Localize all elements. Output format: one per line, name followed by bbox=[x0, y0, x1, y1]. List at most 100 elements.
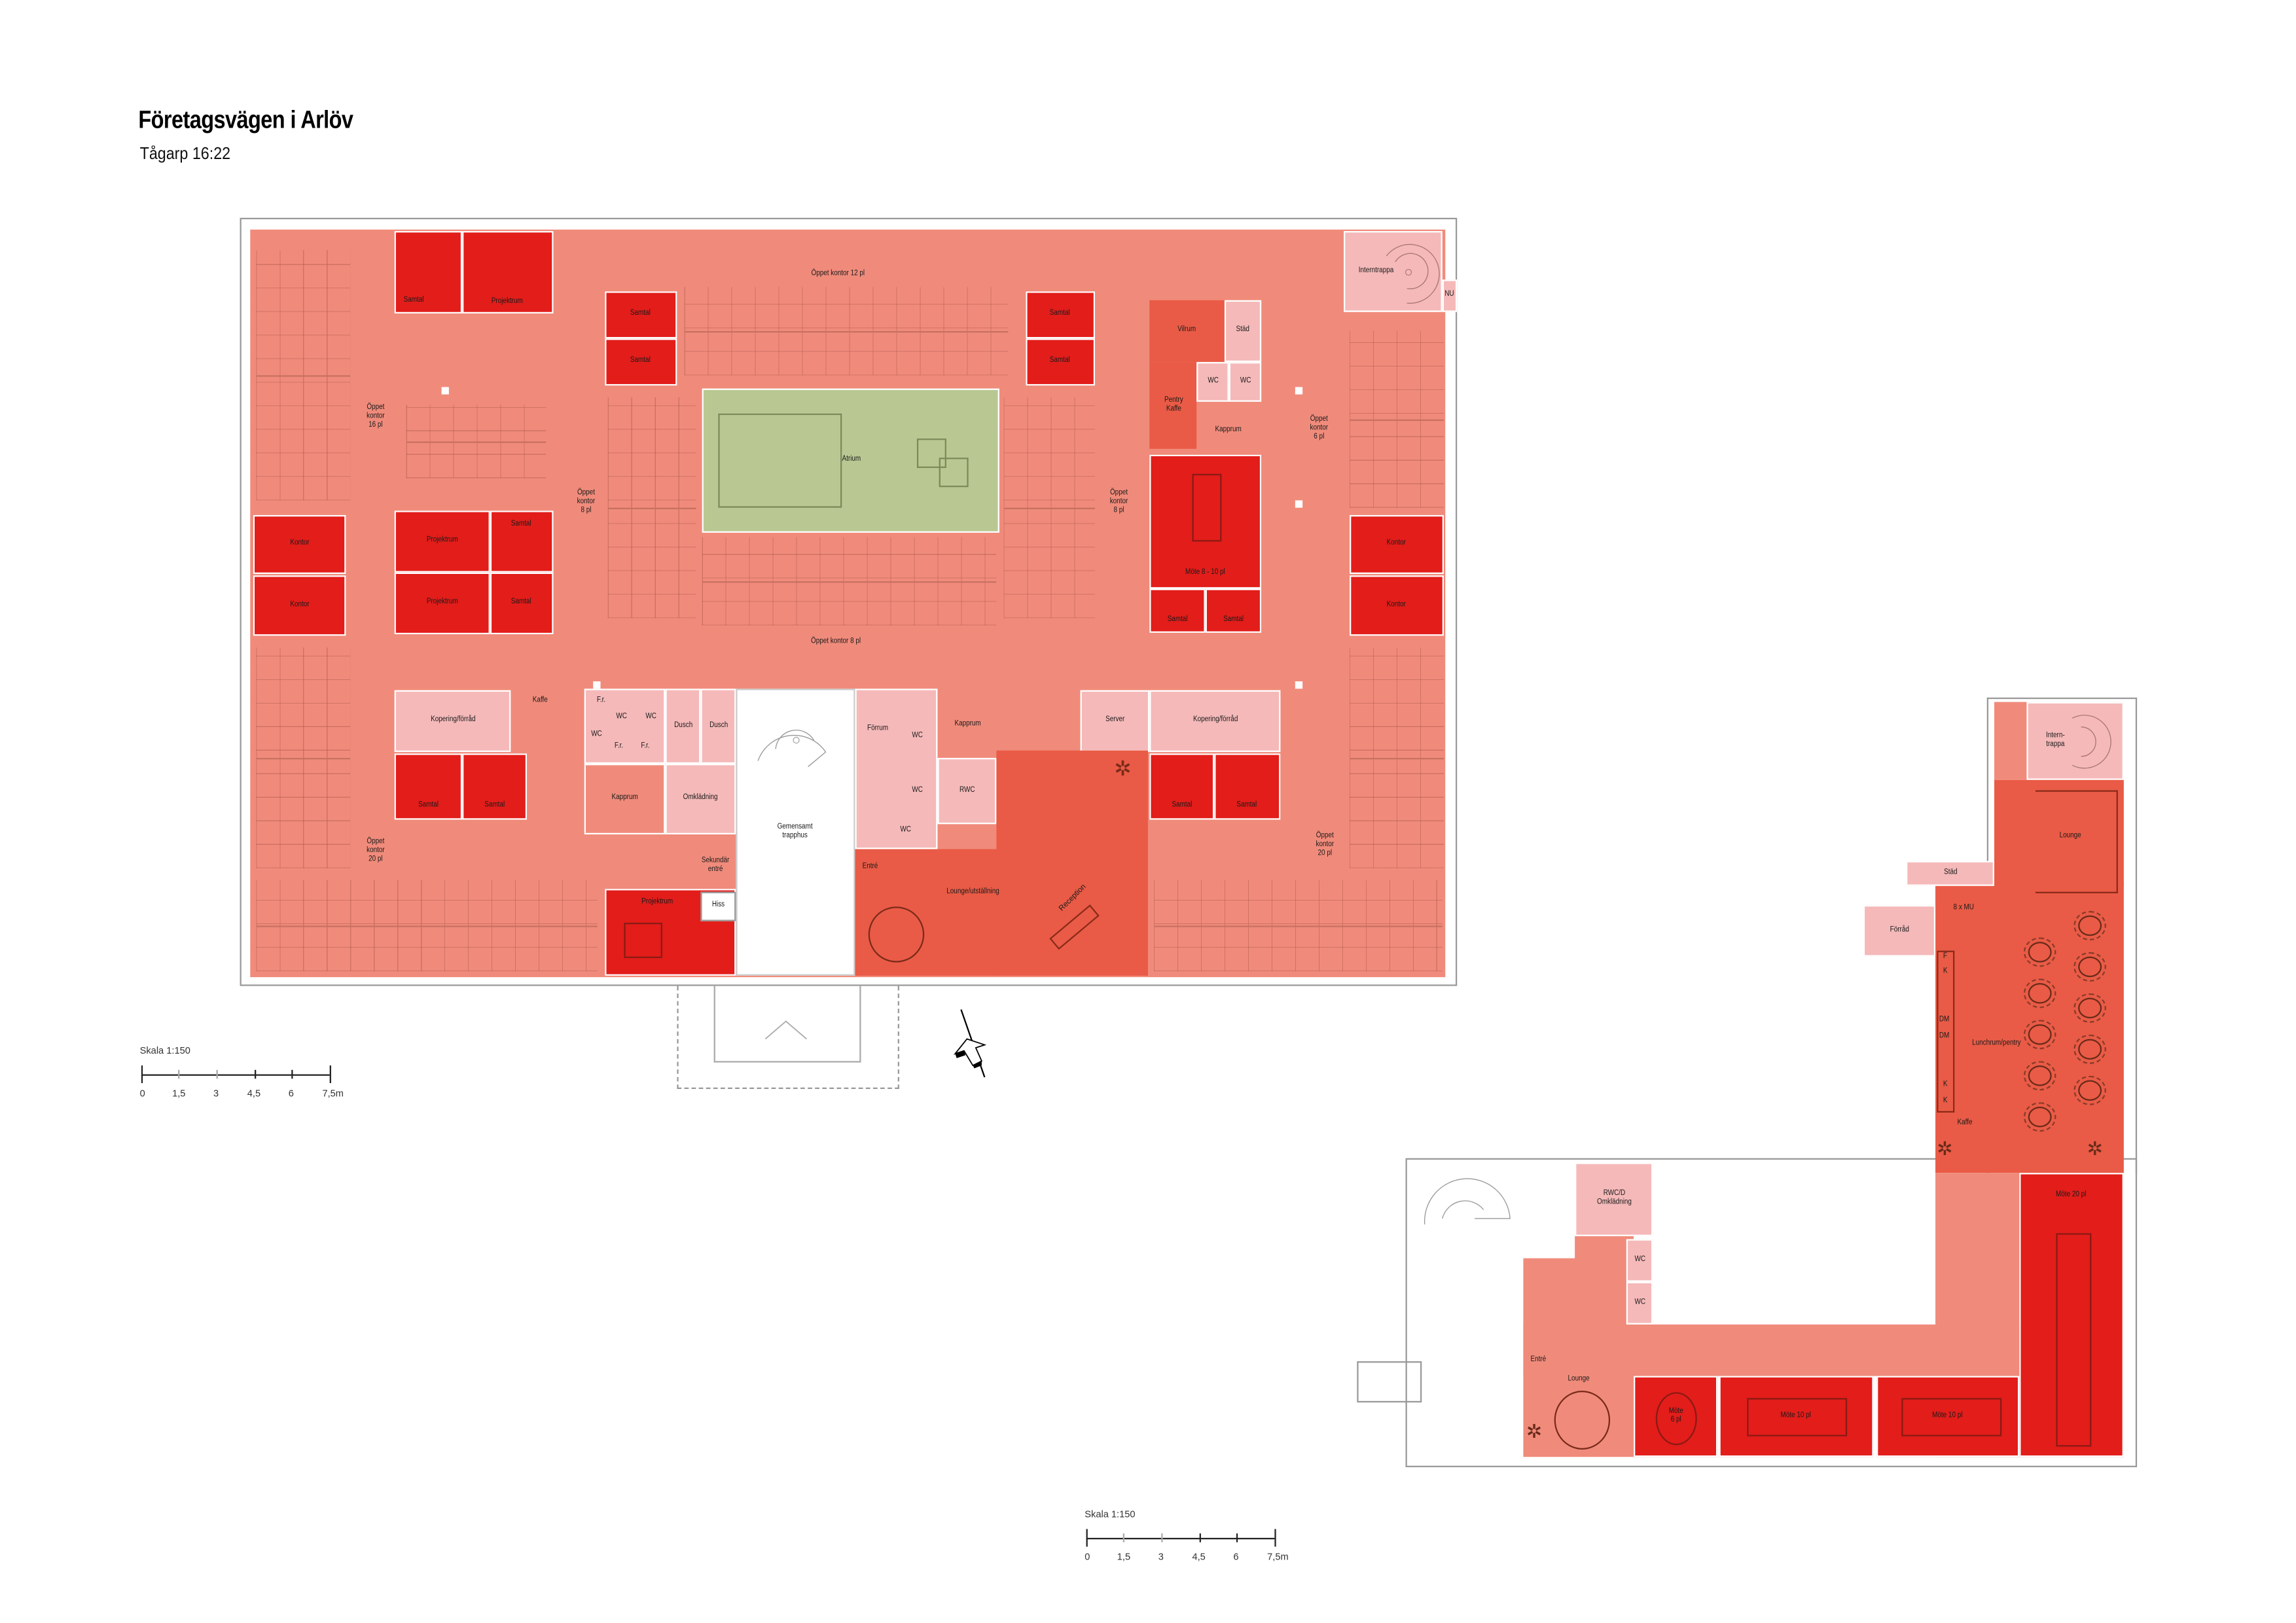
room-label: Hiss bbox=[711, 901, 725, 910]
room-label: Kopering/förråd bbox=[1193, 715, 1238, 724]
room-label: Atrium bbox=[841, 454, 861, 464]
room-samtal: Samtal bbox=[1026, 291, 1096, 339]
room-label: Omklädning bbox=[683, 793, 718, 802]
atrium: Atrium bbox=[702, 388, 999, 533]
scale-tick bbox=[1236, 1533, 1238, 1543]
room-label: WC bbox=[1634, 1297, 1645, 1306]
room-samtal: Samtal bbox=[1205, 588, 1262, 633]
room-label: Kontor bbox=[289, 599, 310, 609]
scale-bar: Skala 1:150 0 1,5 3 4,5 6 7,5m bbox=[140, 1046, 346, 1105]
kaffe-label: Kaffe bbox=[532, 696, 548, 705]
lunch-table bbox=[2073, 952, 2106, 982]
room-mote: Möte 8 - 10 pl bbox=[1149, 454, 1262, 589]
room-kontor: Kontor bbox=[1350, 515, 1444, 574]
atrium-planter bbox=[916, 438, 946, 469]
spiral-stair-icon bbox=[1424, 1178, 1511, 1224]
lunch-table bbox=[2073, 910, 2106, 940]
room-interntrappa: Interntrappa bbox=[1344, 231, 1443, 312]
room-wc: WC bbox=[1229, 362, 1262, 402]
room-label: Samtal bbox=[1237, 800, 1258, 810]
room-samtal: Samtal bbox=[1026, 338, 1096, 386]
room-mote: Möte 6 pl bbox=[1634, 1376, 1718, 1457]
room-label: Samtal bbox=[630, 356, 651, 365]
room-label: Pentry Kaffe bbox=[1163, 395, 1183, 413]
zone-label: Öppet kontor 20 pl bbox=[1316, 831, 1335, 858]
room-samtal: Samtal bbox=[490, 510, 554, 573]
desk-group bbox=[702, 537, 997, 626]
scale-tick-label: 3 bbox=[1158, 1552, 1164, 1563]
room-label: Projektrum bbox=[492, 297, 524, 306]
spiral-stair-icon bbox=[1386, 243, 1440, 304]
scale-tick bbox=[1161, 1533, 1162, 1543]
room-label: Projektrum bbox=[426, 535, 458, 545]
entre-label: Entré bbox=[862, 862, 878, 872]
desk-group bbox=[406, 404, 547, 478]
room-samtal: Samtal bbox=[1149, 588, 1206, 633]
column bbox=[1295, 387, 1303, 395]
room-label: NU bbox=[1444, 290, 1455, 299]
conference-table bbox=[624, 922, 662, 958]
lounge-area bbox=[1994, 779, 2124, 886]
room-label: Projektrum bbox=[426, 597, 458, 607]
room-kopering-forrad: Kopering/förråd bbox=[1149, 690, 1281, 753]
entrance-porch bbox=[1357, 1361, 1422, 1403]
room-label: Projektrum bbox=[641, 897, 673, 907]
spiral-stair-icon bbox=[2072, 715, 2111, 769]
room-interntrappa: Intern- trappa bbox=[2026, 702, 2124, 780]
scale-tick bbox=[1122, 1533, 1124, 1543]
desk-group bbox=[1350, 330, 1444, 508]
lunch-table bbox=[2023, 1061, 2056, 1091]
room-forrum: Förrum WC WC WC bbox=[855, 688, 938, 849]
scale-tick-label: 1,5 bbox=[1117, 1552, 1131, 1563]
room-label: F.r. bbox=[596, 696, 606, 705]
appliance-label: DM bbox=[1939, 1031, 1950, 1041]
room-label: Gemensamt trapphus bbox=[778, 821, 814, 840]
column bbox=[441, 387, 449, 395]
lunch-table bbox=[2023, 1102, 2056, 1132]
lunch-table bbox=[2073, 993, 2106, 1023]
entrance-arrow-icon bbox=[764, 1020, 807, 1040]
room-label: Samtal bbox=[484, 800, 505, 810]
zone-label: Öppet kontor 20 pl bbox=[367, 837, 385, 864]
room-label: Möte 6 pl bbox=[1668, 1406, 1683, 1424]
room-label: Möte 8 - 10 pl bbox=[1185, 568, 1225, 577]
room-wc: WC bbox=[1196, 362, 1229, 402]
atrium-planting bbox=[718, 413, 842, 508]
zone-label: Öppet kontor 8 pl bbox=[810, 637, 861, 647]
room-label: Intern- trappa bbox=[2045, 730, 2064, 749]
room-forrad: Förråd bbox=[1863, 904, 1936, 957]
room-label: Vilrum bbox=[1177, 325, 1196, 334]
scale-tick bbox=[329, 1065, 331, 1084]
room-label: Kopering/förråd bbox=[430, 715, 475, 724]
scale-tick-label: 4,5 bbox=[1192, 1552, 1206, 1563]
scale-tick bbox=[1086, 1529, 1087, 1547]
stairwell: Gemensamt trapphus bbox=[736, 688, 855, 976]
room-kapprum: Kapprum bbox=[584, 764, 666, 835]
atrium-planter bbox=[939, 457, 969, 488]
room-label: Kontor bbox=[1387, 539, 1407, 548]
desk-group bbox=[256, 647, 351, 868]
column bbox=[593, 681, 601, 689]
room-kontor: Kontor bbox=[1350, 575, 1444, 636]
appliance-label: F bbox=[1943, 952, 1947, 961]
zone-label: Öppet kontor 12 pl bbox=[811, 269, 865, 279]
room-label: Möte 10 pl bbox=[1781, 1410, 1812, 1419]
room-server: Server bbox=[1080, 690, 1150, 753]
room-label: WC bbox=[912, 731, 923, 741]
scale-tick-label: 7,5m bbox=[1267, 1552, 1289, 1563]
appliance-label: DM bbox=[1939, 1015, 1950, 1025]
plant-icon: ✲ bbox=[2087, 1137, 2104, 1160]
room-rwc: RWC bbox=[937, 758, 997, 825]
scale-label: Skala 1:150 bbox=[1085, 1510, 1136, 1520]
room-wc: WC bbox=[1626, 1281, 1653, 1325]
room-mote: Möte 20 pl bbox=[2019, 1173, 2124, 1457]
room-omkladning: Omklädning bbox=[665, 764, 736, 835]
room-projektrum: Projektrum bbox=[394, 510, 490, 573]
room-kapprum: Kapprum bbox=[1215, 425, 1242, 435]
room-label: Förråd bbox=[1890, 925, 1909, 934]
zone-label: Öppet kontor 6 pl bbox=[1310, 415, 1329, 442]
room-samtal: Samtal bbox=[605, 338, 677, 386]
room-stad: Städ bbox=[1224, 300, 1262, 363]
room-label: WC bbox=[616, 712, 627, 721]
conference-table bbox=[2056, 1233, 2092, 1447]
